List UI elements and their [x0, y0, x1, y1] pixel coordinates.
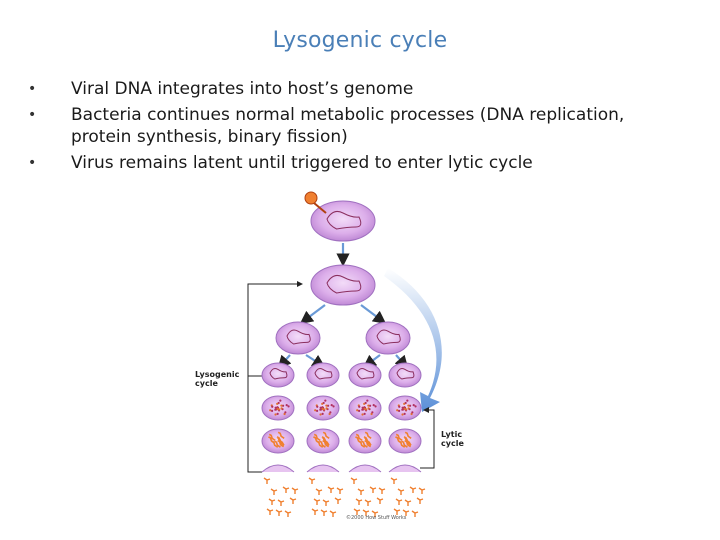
- lysogenic-cycle-label-2: cycle: [195, 379, 218, 388]
- host-cell-integrated: [310, 264, 376, 306]
- lytic-bracket: [420, 407, 435, 469]
- lysogenic-loop-bracket: [247, 281, 303, 473]
- lysing-cell: [348, 464, 386, 517]
- lysogen-cell: [388, 362, 422, 388]
- daughter-cell-left: [275, 321, 321, 355]
- host-cell-infected: [310, 200, 376, 242]
- lysogenic-cycle-label-1: Lysogenic: [195, 370, 240, 379]
- bullet-dot-icon: •: [28, 81, 37, 97]
- bullet-text: Viral DNA integrates into host’s genome: [71, 79, 414, 99]
- slide-title: Lysogenic cycle: [272, 28, 448, 53]
- bullet-item: • Viral DNA integrates into host’s genome: [28, 78, 628, 100]
- daughter-cell-right: [365, 321, 411, 355]
- lysogen-cell: [261, 362, 295, 388]
- lytic-cycle-label-2: cycle: [441, 439, 464, 448]
- lytic-cycle-label-1: Lytic: [441, 430, 462, 439]
- replicating-cell: [388, 395, 422, 421]
- bullet-item: • Virus remains latent until triggered to…: [28, 152, 628, 174]
- replicating-cell: [261, 395, 295, 421]
- assembly-cell: [388, 428, 422, 454]
- assembly-cell: [348, 428, 382, 454]
- bullet-list: • Viral DNA integrates into host’s genome…: [28, 78, 628, 178]
- assembly-cell: [306, 428, 340, 454]
- lysing-cell: [388, 464, 426, 517]
- lysogen-cell: [348, 362, 382, 388]
- image-credit: ©2000 How Stuff Works: [346, 514, 407, 521]
- bullet-dot-icon: •: [28, 155, 37, 171]
- lytic-path-arrow: [384, 268, 442, 412]
- bullet-dot-icon: •: [28, 107, 37, 123]
- replicating-cell: [306, 395, 340, 421]
- lysogen-cell: [306, 362, 340, 388]
- replicating-cell: [348, 395, 382, 421]
- lysing-cell: [306, 464, 344, 517]
- phage-icon: [304, 191, 318, 205]
- assembly-cell: [261, 428, 295, 454]
- lysing-cell: [261, 464, 299, 517]
- bullet-text: Virus remains latent until triggered to …: [71, 153, 533, 173]
- bullet-text: Bacteria continues normal metabolic proc…: [71, 105, 625, 147]
- bullet-item: • Bacteria continues normal metabolic pro…: [28, 104, 628, 148]
